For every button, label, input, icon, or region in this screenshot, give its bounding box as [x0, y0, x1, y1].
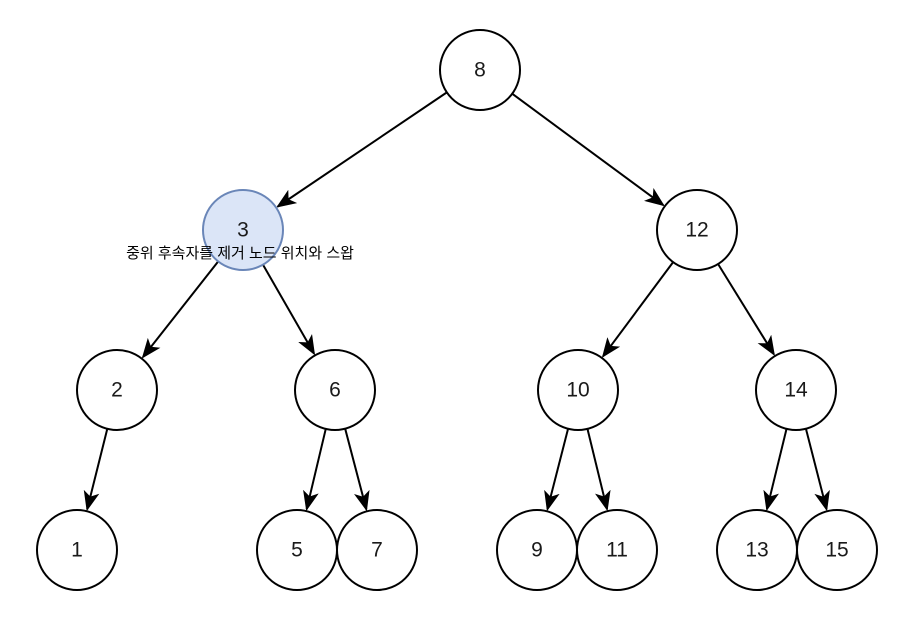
node-label-5: 5: [291, 539, 303, 562]
node-circle-15[interactable]: [796, 509, 878, 591]
edge-2-to-1: [83, 428, 109, 512]
node-circle-8[interactable]: [439, 29, 521, 111]
tree-node-9[interactable]: 9: [496, 509, 578, 591]
tree-node-15[interactable]: 15: [796, 509, 878, 591]
node-circle-7[interactable]: [336, 509, 418, 591]
node-label-11: 11: [606, 539, 628, 562]
node-circle-11[interactable]: [576, 509, 658, 591]
node-circle-10[interactable]: [537, 349, 619, 431]
node-label-15: 15: [825, 539, 848, 562]
edge-8-to-3: [276, 91, 448, 208]
node-circle-14[interactable]: [755, 349, 837, 431]
node-label-2: 2: [111, 379, 123, 402]
tree-node-10[interactable]: 10: [537, 349, 619, 431]
node-label-12: 12: [685, 219, 708, 242]
tree-node-11[interactable]: 11: [576, 509, 658, 591]
edge-3-to-6: [262, 264, 316, 356]
edge-14-to-13: [763, 428, 788, 512]
node-circle-6[interactable]: [294, 349, 376, 431]
node-label-6: 6: [329, 379, 341, 402]
node-label-3: 3: [237, 219, 249, 242]
node-label-10: 10: [566, 379, 589, 402]
tree-node-3[interactable]: 3: [202, 189, 284, 271]
edge-8-to-12: [511, 92, 665, 207]
tree-node-5[interactable]: 5: [256, 509, 338, 591]
edge-6-to-7: [344, 428, 370, 512]
edge-10-to-11: [586, 428, 611, 512]
edge-12-to-10: [601, 261, 674, 358]
node-label-9: 9: [531, 539, 543, 562]
node-label-14: 14: [784, 379, 808, 402]
edge-14-to-15: [804, 428, 830, 512]
tree-node-8[interactable]: 8: [439, 29, 521, 111]
tree-node-7[interactable]: 7: [336, 509, 418, 591]
tree-node-2[interactable]: 2: [76, 349, 158, 431]
edges-layer: [83, 91, 830, 512]
tree-node-14[interactable]: 14: [755, 349, 837, 431]
tree-node-13[interactable]: 13: [716, 509, 798, 591]
edge-6-to-5: [303, 428, 327, 512]
edge-12-to-14: [717, 263, 775, 356]
node-label-7: 7: [371, 539, 383, 562]
node-label-13: 13: [745, 539, 768, 562]
node-circle-1[interactable]: [36, 509, 118, 591]
node-circle-3[interactable]: [202, 189, 284, 271]
tree-node-6[interactable]: 6: [294, 349, 376, 431]
node-circle-2[interactable]: [76, 349, 158, 431]
tree-node-1[interactable]: 1: [36, 509, 118, 591]
tree-node-12[interactable]: 12: [656, 189, 738, 271]
node-circle-12[interactable]: [656, 189, 738, 271]
edge-3-to-2: [141, 260, 220, 359]
annotation-swap-note: 중위 후속자를 제거 노드 위치와 스왑: [126, 245, 354, 262]
node-label-8: 8: [474, 59, 486, 82]
node-label-1: 1: [71, 539, 83, 562]
edge-10-to-9: [544, 428, 570, 512]
annotations-layer: 중위 후속자를 제거 노드 위치와 스왑: [126, 245, 354, 262]
